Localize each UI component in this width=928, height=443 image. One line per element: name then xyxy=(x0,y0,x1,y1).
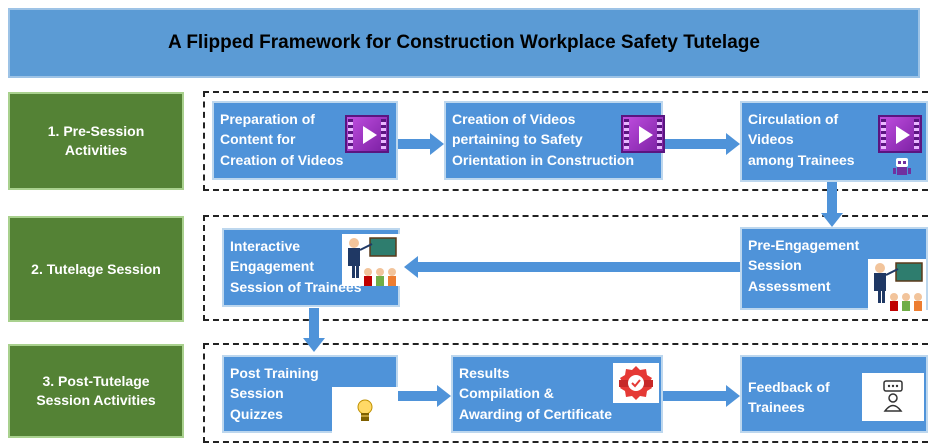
presentation-icon xyxy=(868,259,926,311)
step-creation-of-videos: Creation of Videos pertaining to Safety … xyxy=(444,101,665,180)
step-text-line: Post Training xyxy=(230,365,319,381)
step-text-line: Session xyxy=(748,257,802,274)
tutelage-container xyxy=(203,215,928,321)
pre-session-container xyxy=(203,91,928,191)
step-interactive-engagement: Interactive Engagement Session of Traine… xyxy=(222,228,400,307)
step-text-line: Interactive xyxy=(230,238,301,254)
step-text-line: Circulation of xyxy=(748,111,839,127)
phase-tutelage: 2. Tutelage Session xyxy=(8,216,184,322)
arrow-s5-s6 xyxy=(303,308,325,352)
step-text-line: pertaining to Safety xyxy=(452,131,583,148)
diagram-title-text: A Flipped Framework for Construction Wor… xyxy=(168,32,760,53)
arrow-s7-s8 xyxy=(663,385,740,407)
phase-label-line: 1. Pre-Session xyxy=(47,123,145,140)
step-text-line: Pre-Engagement xyxy=(748,237,860,253)
phase-label-line: 2. Tutelage Session xyxy=(31,260,161,277)
step-text-line: Creation of Videos xyxy=(452,111,576,127)
step-text-line: Compilation & xyxy=(459,385,554,402)
presentation-icon xyxy=(342,234,400,286)
step-pre-engagement-assessment: Pre-Engagement Session Assessment xyxy=(740,227,928,311)
video-icon xyxy=(345,115,389,153)
step-text-line: Feedback of xyxy=(748,379,830,395)
arrow-s4-s5 xyxy=(404,256,740,278)
step-text-line: Videos xyxy=(748,131,794,148)
step-text-line: Quizzes xyxy=(230,405,283,422)
phase-label-line: 3. Post-Tutelage xyxy=(42,373,150,390)
step-text-line: Assessment xyxy=(748,277,831,294)
step-feedback-of-trainees: Feedback of Trainees xyxy=(740,355,928,433)
step-text-line: Orientation in Construction xyxy=(452,151,634,168)
certificate-icon xyxy=(613,363,659,403)
step-results-compilation: Results Compilation & Awarding of Certif… xyxy=(451,355,663,433)
arrow-s3-s4 xyxy=(821,182,843,227)
feedback-icon xyxy=(862,373,924,421)
step-text-line: Engagement xyxy=(230,258,315,275)
arrow-s6-s7 xyxy=(398,385,451,407)
step-preparation-of-content: Preparation of Content for Creation of V… xyxy=(212,101,398,180)
video-icon xyxy=(878,115,922,153)
step-text-line: Trainees xyxy=(748,399,805,416)
phase-label-line: Activities xyxy=(64,142,128,158)
robot-icon xyxy=(893,158,911,175)
step-text-line: Creation of Videos xyxy=(220,151,344,168)
arrow-s1-s2 xyxy=(398,133,444,155)
step-text-line: among Trainees xyxy=(748,151,855,168)
phase-label-line: Session Activities xyxy=(36,392,156,408)
lightbulb-icon xyxy=(332,387,398,433)
step-text-line: Session of Trainees xyxy=(230,278,362,295)
step-text-line: Awarding of Certificate xyxy=(459,405,612,422)
diagram-title: A Flipped Framework for Construction Wor… xyxy=(8,8,920,78)
arrow-s2-s3 xyxy=(663,133,740,155)
video-icon xyxy=(621,115,665,153)
step-post-training-quizzes: Post Training Session Quizzes xyxy=(222,355,398,433)
step-text-line: Preparation of xyxy=(220,111,315,127)
step-text-line: Results xyxy=(459,365,510,381)
step-text-line: Content for xyxy=(220,131,296,148)
step-text-line: Session xyxy=(230,385,284,402)
step-circulation-of-videos: Circulation of Videos among Trainees xyxy=(740,101,928,182)
